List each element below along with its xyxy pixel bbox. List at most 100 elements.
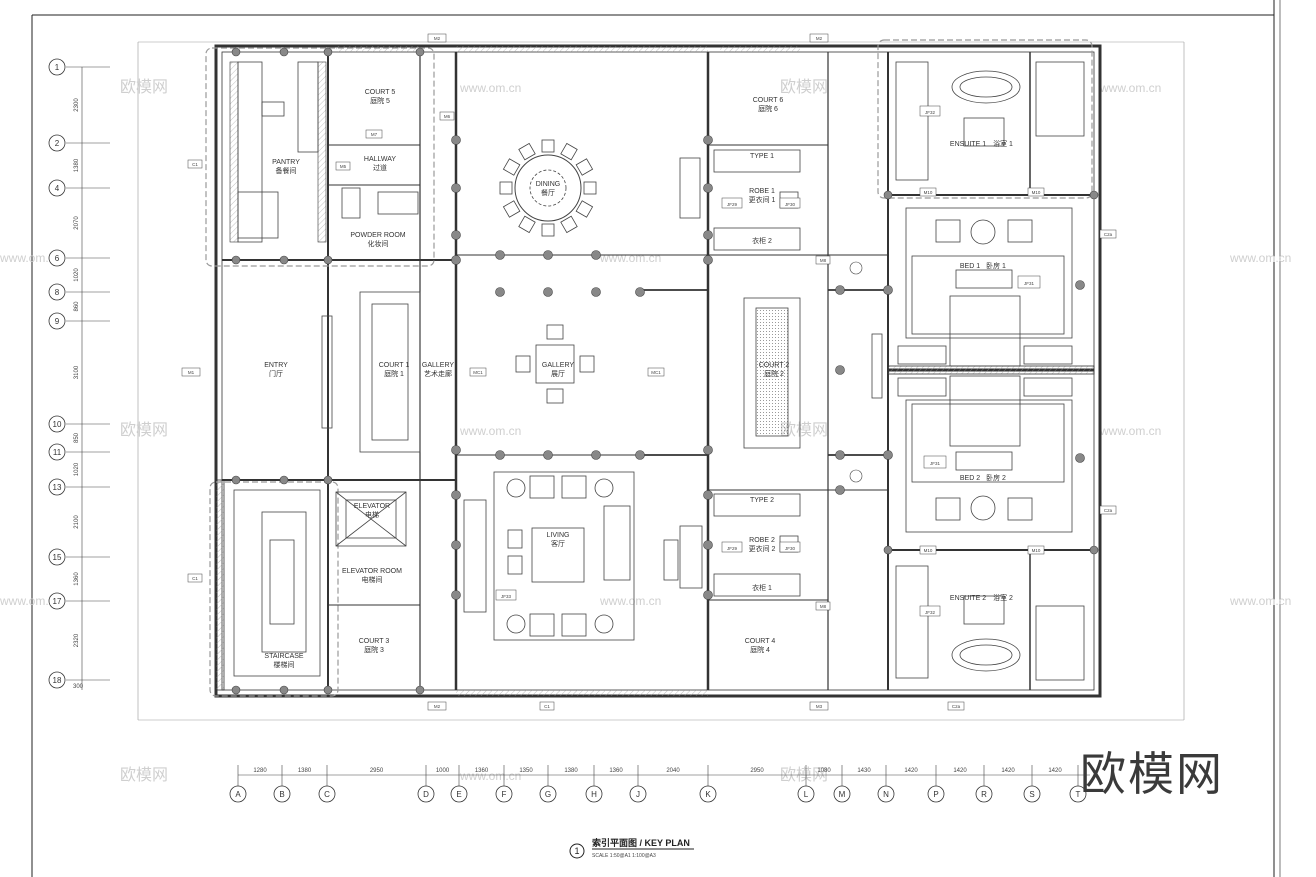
grid-col-dimension: 1420 [953,768,967,774]
room-label-gallery-corridor: GALLERY [422,362,454,369]
grid-row-bubble [48,592,66,610]
watermark-text: 欧模网 [780,78,828,96]
grid-col-dimension: 1430 [857,768,871,774]
grid-col-dimension: 1080 [817,768,831,774]
grid-col-dimension: 2950 [750,768,764,774]
room-label-pantry: PANTRY [272,159,300,166]
tag-jf33: JF33 [501,594,512,599]
dining-chair [499,181,513,195]
watermark-text: 欧模网 [120,766,168,784]
grid-col-dimension: 1420 [904,768,918,774]
room-label-court3-cn: 庭院 3 [364,645,384,654]
grid-col-bubble [699,785,717,803]
watermark-text: 欧模网 [780,421,828,439]
tag-c2a: C2a [952,704,961,709]
grid-col-dimension: 2950 [370,768,384,774]
room-label-bed1: BED 1 [960,263,980,270]
room-label-robe1-cn: 更衣间 1 [749,195,776,204]
room-label-elevator: ELEVATOR [354,503,390,510]
grid-row-dimension: 2070 [74,216,80,230]
drawing-scale: SCALE 1:50@A1 1:100@A3 [592,853,656,859]
room-label-court1-cn: 庭院 1 [384,369,404,378]
room-label-dining-cn: 餐厅 [541,188,555,197]
room-label-staircase: STAIRCASE [264,653,303,660]
room-label-gallery-cn: 展厅 [551,370,565,378]
tag-jf32: JF32 [925,610,936,615]
grid-row-label: 9 [55,317,60,326]
dining-chairs [499,139,597,237]
watermark-url: www.om.cn [1229,594,1291,608]
grid-col-dimension: 1280 [253,768,267,774]
grid-row-dimension: 2100 [74,515,80,529]
room-label-typ2: 衣柜 2 [752,236,772,245]
grid-row-label: 13 [53,483,62,492]
dining-chair [575,158,594,176]
tag-m7: M7 [371,132,378,137]
grid-col-bubble [495,785,513,803]
grid-row-bubble [48,443,66,461]
grid-row-bubble [48,312,66,330]
grid-row-label: 4 [55,184,60,193]
grid-row-axis: 1230021380420706102088609310010850111020… [48,58,110,690]
grid-col-label: C [324,790,330,799]
grid-row-bubble [48,415,66,433]
grid-col-bubble [585,785,603,803]
grid-row-bubble [48,179,66,197]
room-label-elevator-room-cn: 电梯间 [362,575,383,584]
room-label-court2: COURT 2 [759,362,790,369]
dining-chair [560,142,578,161]
grid-col-label: G [545,790,551,799]
tag-c2a: C2a [1104,508,1113,513]
dining-chair [560,215,578,234]
door-window-tags: M1 M2 M2 M2 M3 M5 M6 M7 M8 M8 M10 M10 M1… [181,33,1117,711]
dining-chair [518,215,536,234]
grid-col-bubble [927,785,945,803]
grid-row-dimension: 300 [73,684,84,690]
room-label-bed1-cn: 卧房 1 [986,261,1006,270]
room-label-hallway: HALLWAY [364,156,396,163]
watermark-url: www.om.cn [1099,81,1161,95]
watermark-text: 欧模网 [120,78,168,96]
room-label-elevator-room: ELEVATOR ROOM [342,568,402,575]
tag-m2: M2 [434,36,441,41]
tag-c2a: C2a [1104,232,1113,237]
grid-row-dimension: 1380 [74,158,80,172]
watermark-text: 欧模网 [120,421,168,439]
room-label-bed2-cn: 卧房 2 [986,473,1006,482]
room-label-dining: DINING [536,181,561,188]
grid-col-label: T [1076,790,1081,799]
room-label-gallery-corridor-cn: 艺术走廊 [424,369,452,378]
grid-col-bubble [975,785,993,803]
room-label-ensuite1-cn: 浴室 1 [993,139,1013,148]
grid-row-label: 17 [53,597,62,606]
grid-col-dimension: 1380 [564,768,578,774]
grid-row-bubble [48,134,66,152]
tag-jf31: JF31 [930,461,941,466]
grid-col-dimension: 1360 [609,768,623,774]
dashed-key-boxes [205,39,1093,697]
grid-col-bubble [877,785,895,803]
tag-c1: C1 [192,162,198,167]
room-label-robe1: ROBE 1 [749,188,775,195]
grid-col-dimension: 1380 [298,768,312,774]
living-furniture [463,471,703,641]
grid-col-label: J [636,790,640,799]
grid-col-label: M [839,790,846,799]
room-label-typ1-b: 衣柜 1 [752,583,772,592]
room-labels: COURT 5 庭院 5 PANTRY 备餐间 HALLWAY 过道 POWDE… [264,89,1013,669]
staircase-elevator [233,489,407,677]
grid-col-label: L [804,790,809,799]
pantry-fixtures [237,61,419,243]
tag-mc1: MC1 [651,370,661,375]
room-label-living-cn: 客厅 [551,539,565,548]
tag-m10: M10 [1032,190,1041,195]
room-label-court4: COURT 4 [745,638,776,645]
room-label-powder-cn: 化妆间 [368,239,389,248]
tag-jf31: JF31 [1024,281,1035,286]
room-label-entry: ENTRY [264,362,288,369]
grid-col-bubble [273,785,291,803]
room-label-pantry-cn: 备餐间 [276,166,297,175]
grid-row-bubble [48,58,66,76]
gallery-table [515,324,595,404]
dining-chair [502,158,521,176]
